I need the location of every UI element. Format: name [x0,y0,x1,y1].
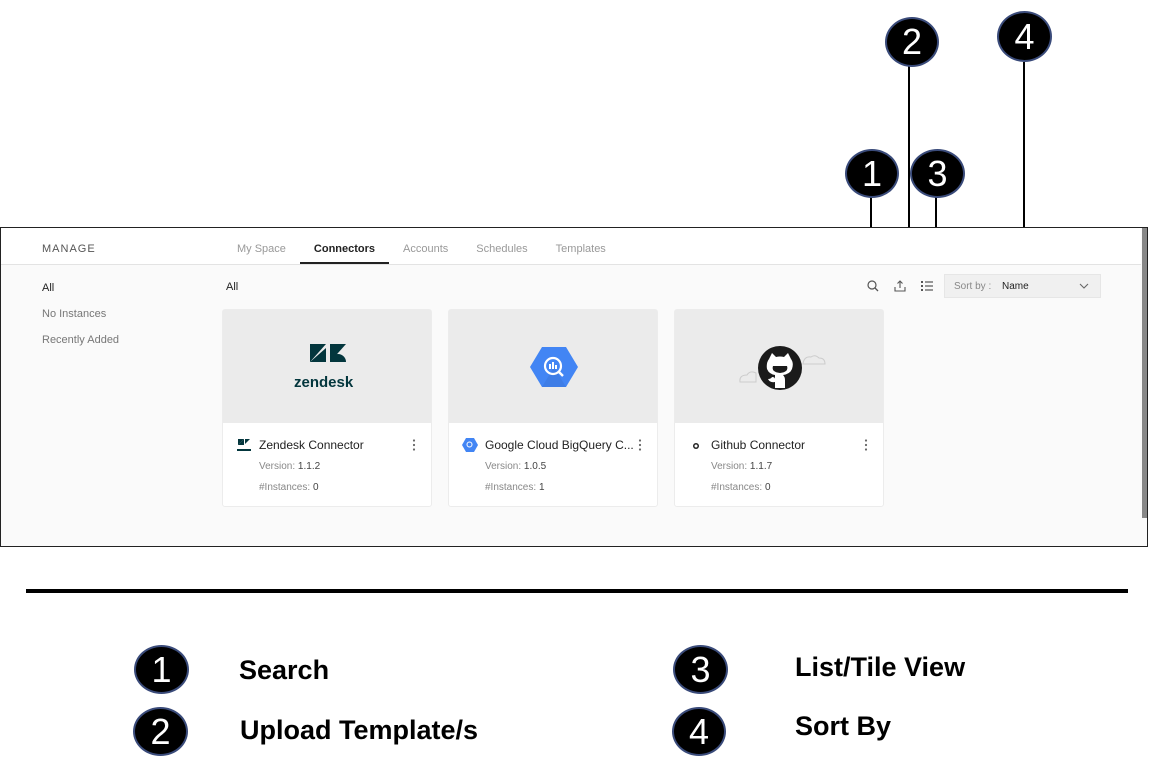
connector-card-bigquery[interactable]: Google Cloud BigQuery C... Version: 1.0.… [448,309,658,507]
card-banner: zendesk [223,310,431,423]
sort-by-dropdown[interactable]: Sort by : Name [944,274,1101,298]
callout-3: 3 [910,149,965,198]
zendesk-small-icon [237,439,251,451]
legend-badge-4: 4 [672,707,726,756]
nav-tabs: My Space Connectors Accounts Schedules T… [223,228,620,264]
tab-schedules[interactable]: Schedules [476,243,528,255]
github-small-icon [693,443,699,449]
tab-my-space[interactable]: My Space [237,243,286,255]
callout-4-leader [1023,62,1025,271]
vertical-scrollbar[interactable] [1142,228,1147,518]
list-view-icon[interactable] [919,278,935,294]
bigquery-logo [530,347,578,387]
legend-badge-2: 2 [133,707,188,756]
more-options-icon[interactable] [637,438,643,452]
legend-label-sort: Sort By [795,711,892,741]
sort-by-value: Name [1002,281,1029,292]
card-instances: #Instances: 0 [259,482,319,493]
tab-accounts[interactable]: Accounts [403,243,449,255]
zendesk-logo [310,344,346,362]
current-filter-label: All [226,281,239,293]
sidebar-item-all[interactable]: All [42,282,55,294]
tab-templates[interactable]: Templates [555,243,606,255]
card-banner [449,310,657,423]
tab-connectors[interactable]: Connectors [299,228,390,264]
sidebar-item-no-instances[interactable]: No Instances [42,308,107,320]
card-instances: #Instances: 1 [485,482,545,493]
sort-by-label: Sort by : [954,281,992,292]
card-instances: #Instances: 0 [711,482,771,493]
legend-badge-3: 3 [673,645,728,694]
connector-card-github[interactable]: Github Connector Version: 1.1.7 #Instanc… [674,309,884,507]
connectors-window: MANAGE My Space Connectors Accounts Sche… [0,227,1148,547]
callout-2: 2 [885,17,939,67]
card-version: Version: 1.1.7 [711,461,773,472]
legend-label-view: List/Tile View [795,652,966,682]
legend-label-upload: Upload Template/s [240,715,479,745]
callout-4: 4 [997,11,1052,62]
callout-2-leader [908,66,910,276]
chevron-down-icon [1078,281,1090,294]
card-version: Version: 1.0.5 [485,461,547,472]
more-options-icon[interactable] [863,438,869,452]
card-title: Google Cloud BigQuery C... [485,438,634,452]
more-options-icon[interactable] [411,438,417,452]
github-logo [739,346,826,390]
card-title: Github Connector [711,438,806,452]
bigquery-small-icon [462,438,478,452]
search-icon[interactable] [865,278,881,294]
upload-icon[interactable] [892,278,908,294]
manage-label: MANAGE [42,243,96,255]
legend-divider [26,589,1128,593]
card-version: Version: 1.1.2 [259,461,321,472]
legend-label-search: Search [239,655,330,685]
card-title: Zendesk Connector [259,438,364,452]
legend-badge-1: 1 [134,645,189,694]
top-nav-bar: MANAGE My Space Connectors Accounts Sche… [1,228,1141,265]
connector-card-zendesk[interactable]: zendesk Zendesk Connector Version: 1.1.2… [222,309,432,507]
callout-1: 1 [845,149,899,198]
sidebar-item-recently-added[interactable]: Recently Added [42,334,120,346]
card-banner [675,310,883,423]
zendesk-wordmark: zendesk [294,374,354,391]
